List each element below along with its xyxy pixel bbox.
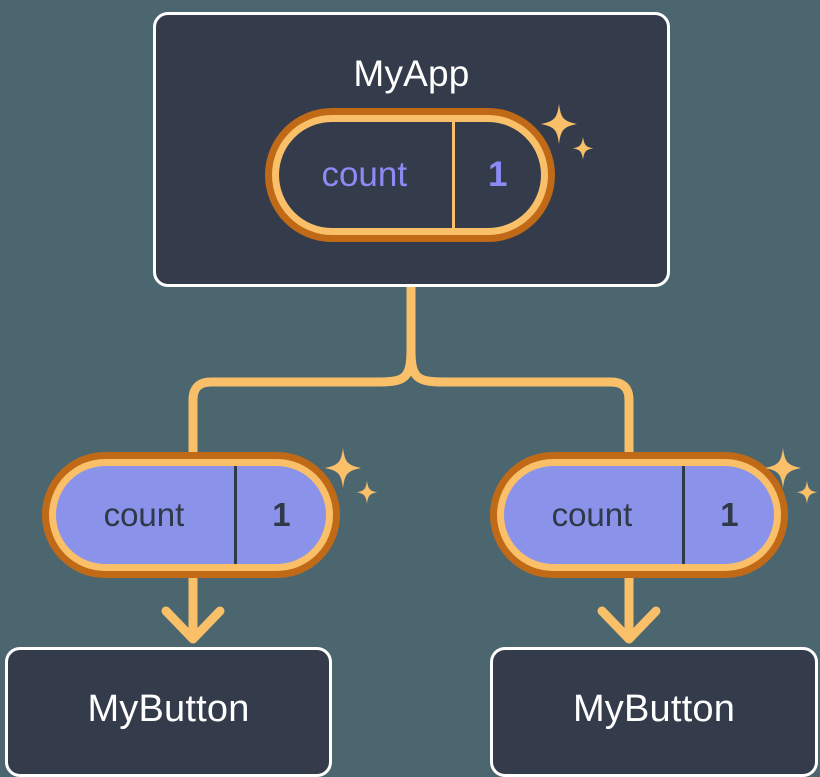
state-pill-left[interactable]: count 1 (42, 452, 340, 578)
sparkle-icon-small (796, 481, 818, 504)
arrow-down-icon-right (597, 606, 661, 644)
state-pill-body: count 1 (504, 466, 774, 564)
state-key-label: count (321, 155, 408, 194)
state-value-label: 1 (488, 155, 508, 194)
state-pill-body: count 1 (279, 122, 541, 228)
sparkle-icon-small (356, 481, 378, 504)
state-divider (681, 466, 685, 564)
component-title-mybutton-right: MyButton (572, 688, 736, 730)
state-divider (233, 466, 237, 564)
state-pill-inner-ring: count 1 (49, 459, 333, 571)
state-value-label: 1 (720, 496, 739, 533)
component-box-mybutton-right[interactable]: MyButton (490, 647, 818, 777)
component-title-myapp: MyApp (353, 53, 470, 94)
state-pill-myapp[interactable]: count 1 (265, 108, 555, 242)
component-title-mybutton-left: MyButton (87, 688, 250, 730)
wire-branch-left (188, 345, 416, 465)
state-value-label: 1 (272, 496, 291, 533)
state-pill-inner-ring: count 1 (497, 459, 781, 571)
state-pill-inner-ring: count 1 (272, 115, 548, 235)
component-box-mybutton-left[interactable]: MyButton (5, 647, 332, 777)
state-divider (451, 122, 455, 228)
state-key-label: count (103, 496, 185, 533)
state-pill-body: count 1 (56, 466, 326, 564)
state-key-label: count (551, 496, 633, 533)
arrow-down-icon-left (161, 606, 225, 644)
wire-branch-right (406, 345, 634, 465)
state-pill-right[interactable]: count 1 (490, 452, 788, 578)
